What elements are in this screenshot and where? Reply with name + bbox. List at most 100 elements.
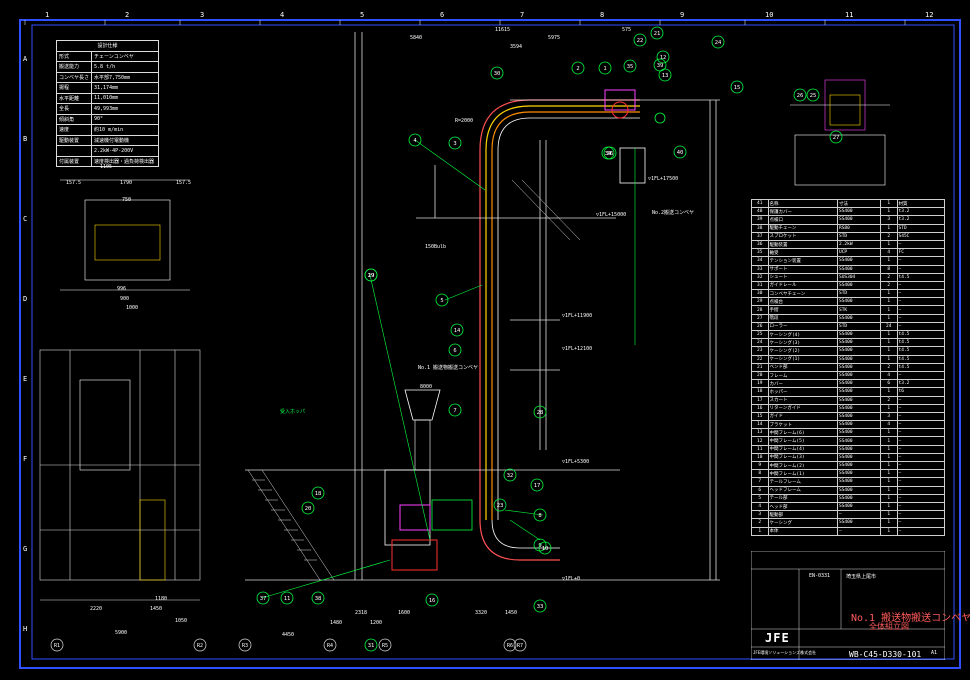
- dim-label: 5900: [115, 630, 128, 636]
- dim-label: 5975: [548, 35, 561, 41]
- parts-cell: —: [896, 510, 946, 520]
- parts-cell: STD: [837, 321, 881, 332]
- part-callout-balloon: 37: [256, 591, 270, 605]
- parts-cell: 1: [880, 477, 898, 487]
- part-callout-balloon: 31: [364, 638, 378, 652]
- parts-cell: —: [896, 501, 946, 512]
- spec-row: 駆動装置減速機付電動機: [55, 134, 159, 146]
- part-callout-balloon: 35: [623, 59, 637, 73]
- parts-cell: 35: [751, 248, 769, 258]
- parts-cell: t3.2: [896, 379, 946, 389]
- svg-text:R1: R1: [54, 643, 60, 649]
- part-callout-balloon: 26: [793, 88, 807, 102]
- parts-cell: —: [896, 313, 946, 323]
- parts-cell: —: [896, 460, 946, 471]
- parts-cell: —: [896, 444, 946, 454]
- svg-text:37: 37: [260, 596, 267, 602]
- parts-cell: 1: [880, 354, 898, 364]
- parts-cell: ヘッドフレーム: [767, 485, 839, 495]
- title-block: EN-0331 埼玉県上尾市 No.1 搬送物搬送コンベヤ 全体組立図 JFE …: [751, 551, 970, 660]
- svg-text:R3: R3: [242, 643, 248, 649]
- parts-cell: 24: [751, 338, 769, 348]
- parts-cell: 中間フレーム(2): [767, 460, 839, 471]
- drawing-subtitle: 全体組立図: [869, 622, 909, 631]
- spec-cell: 減速機付電動機: [91, 134, 159, 146]
- spec-cell: 5.8 t/h: [91, 61, 159, 73]
- parts-cell: —: [896, 469, 946, 479]
- parts-cell: ケーシング(2): [767, 346, 839, 356]
- parts-cell: 19: [751, 379, 769, 389]
- parts-cell: SS400: [837, 313, 881, 323]
- svg-text:14: 14: [454, 328, 461, 334]
- parts-cell: 3: [751, 510, 769, 520]
- parts-cell: ケーシング(1): [767, 354, 839, 364]
- parts-cell: 2: [751, 518, 769, 528]
- parts-cell: 3: [880, 215, 898, 225]
- parts-cell: 手摺: [767, 305, 839, 315]
- svg-text:10: 10: [542, 546, 549, 552]
- parts-cell: 1: [751, 526, 769, 536]
- parts-cell: RS80: [837, 223, 881, 233]
- part-callout-balloon: 21: [650, 26, 664, 40]
- parts-cell: スプロケット: [767, 231, 839, 241]
- parts-cell: 中間フレーム(5): [767, 436, 839, 446]
- parts-cell: 1: [880, 485, 898, 495]
- parts-cell: 1: [880, 305, 898, 315]
- svg-text:35: 35: [627, 64, 634, 70]
- part-callout-balloon: 20: [301, 501, 315, 515]
- svg-text:2: 2: [576, 66, 579, 72]
- parts-cell: 28: [751, 305, 769, 315]
- part-callout-balloon: 14: [450, 323, 464, 337]
- parts-cell: —: [896, 289, 946, 299]
- parts-cell: —: [896, 436, 946, 446]
- parts-cell: —: [896, 264, 946, 274]
- svg-text:R2: R2: [197, 643, 203, 649]
- part-callout-balloon: 7: [448, 403, 462, 417]
- spec-cell: 速度: [55, 124, 93, 136]
- parts-cell: 30: [751, 289, 769, 299]
- parts-cell: 中間フレーム(3): [767, 452, 839, 463]
- note-label: No.1 搬送物搬送コンベヤ: [418, 365, 479, 371]
- svg-text:12: 12: [660, 55, 667, 61]
- spec-cell: 付属装置: [55, 155, 93, 167]
- parts-cell: ヘッド部: [767, 501, 839, 512]
- parts-cell: UCP: [837, 248, 881, 258]
- parts-cell: —: [896, 256, 946, 266]
- dim-label: 1450: [505, 610, 518, 616]
- parts-cell: 1: [880, 510, 898, 520]
- parts-cell: STD: [896, 223, 946, 233]
- parts-cell: コンベヤチェーン: [767, 289, 839, 299]
- part-callout-balloon: 28: [533, 405, 547, 419]
- drawing-number: WB-C45-D330-101: [849, 650, 922, 659]
- parts-cell: 18: [751, 387, 769, 397]
- ruler-top-label: 7: [520, 11, 525, 19]
- part-callout-balloon: 32: [503, 468, 517, 482]
- parts-cell: 34: [751, 256, 769, 266]
- inner-border: [31, 24, 955, 660]
- project-name: 埼玉県上尾市: [846, 574, 877, 580]
- parts-cell: テンション装置: [767, 256, 839, 266]
- conveyor-vertical-run: [479, 99, 640, 561]
- parts-cell: 1: [880, 469, 898, 479]
- parts-cell: 4: [880, 420, 898, 430]
- parts-cell: テールフレーム: [767, 477, 839, 487]
- spec-cell: 31,174mm: [91, 82, 159, 94]
- svg-text:40: 40: [677, 150, 684, 156]
- parts-cell: 1: [880, 256, 898, 266]
- parts-cell: サポート: [767, 264, 839, 274]
- grid-axis-marker: R3: [238, 638, 252, 652]
- parts-cell: 27: [751, 313, 769, 323]
- dim-label: 1200: [370, 620, 383, 626]
- dim-label: 3320: [475, 610, 488, 616]
- dim-label: 900: [120, 296, 130, 302]
- parts-cell: —: [896, 403, 946, 413]
- parts-cell: —: [896, 239, 946, 250]
